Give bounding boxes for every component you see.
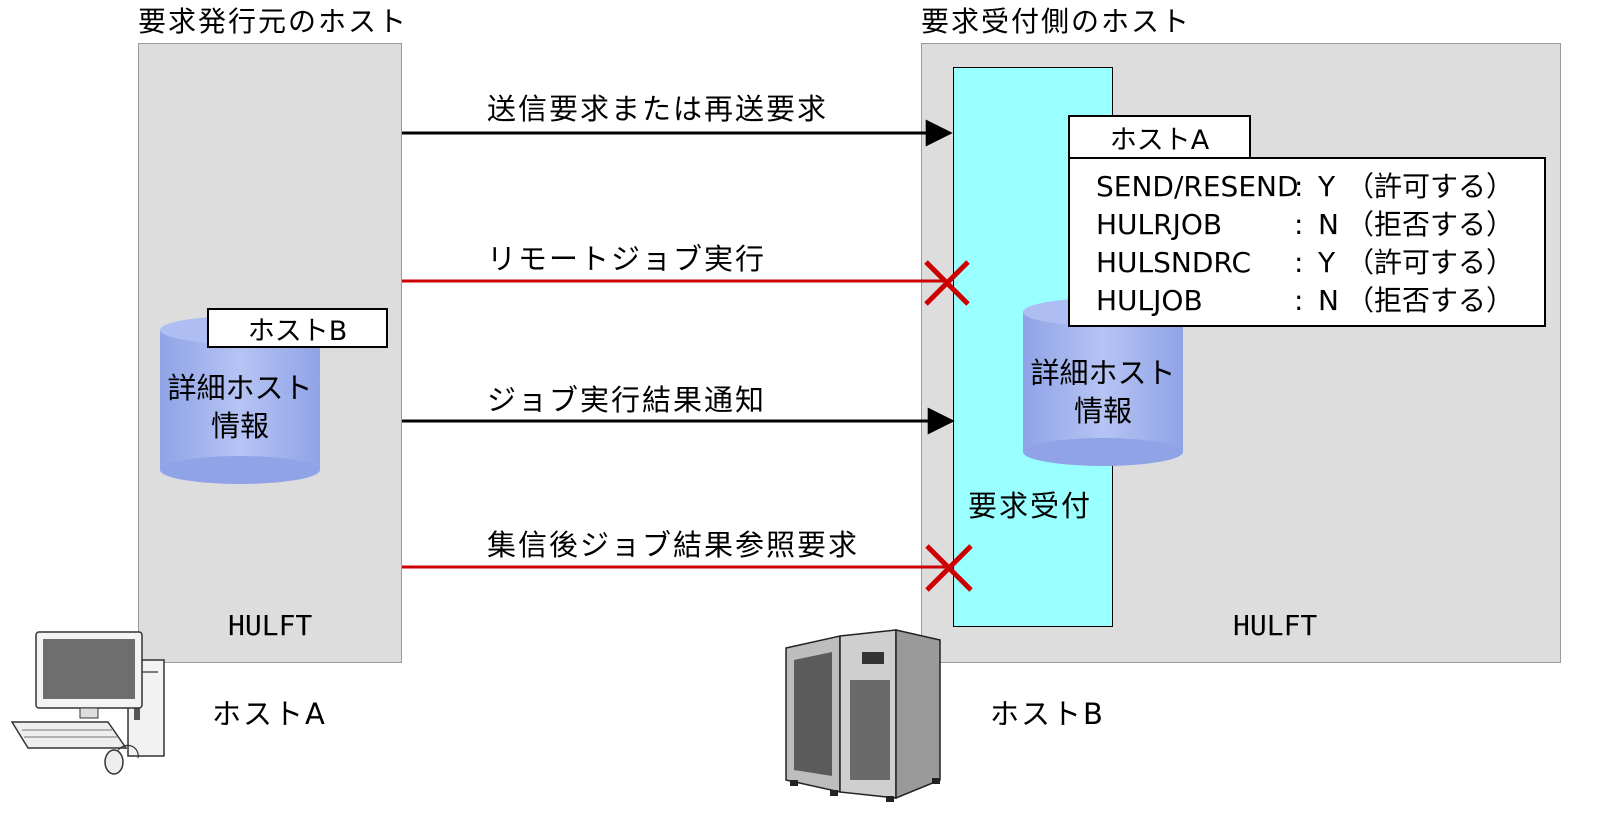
remote-job-deny-x-icon (924, 260, 970, 306)
left-db-host-tag: ホストB (207, 308, 388, 348)
right-database-cylinder (1023, 298, 1183, 466)
perm-sep: : (1294, 170, 1304, 203)
left-db-label: 詳細ホスト 情報 (160, 370, 320, 445)
host-b-device-label: ホストB (990, 697, 1105, 731)
permission-row: SEND/RESEND : Y （許可する） (1096, 168, 1544, 206)
right-hulft-label: HULFT (1233, 609, 1318, 642)
arrow-label-job-result-notify: ジョブ実行結果通知 (487, 383, 767, 417)
host-a-device-label: ホストA (212, 697, 327, 731)
perm-name: HULSNDRC (1096, 246, 1252, 279)
request-receiver-label: 要求受付 (968, 489, 1093, 523)
perm-desc: （許可する） (1346, 170, 1515, 203)
perm-host-tag-text: ホストA (1109, 124, 1210, 156)
perm-name: SEND/RESEND (1096, 170, 1299, 203)
perm-name: HULRJOB (1096, 208, 1223, 241)
perm-name: HULJOB (1096, 284, 1203, 317)
permission-row: HULSNDRC : Y （許可する） (1096, 244, 1544, 282)
right-db-label: 詳細ホスト 情報 (1023, 355, 1183, 430)
requester-host-title: 要求発行元のホスト (138, 5, 409, 38)
perm-value: Y (1318, 170, 1336, 203)
left-db-host-tag-text: ホストB (247, 315, 348, 347)
left-hulft-label: HULFT (228, 609, 313, 642)
perm-sep: : (1294, 246, 1304, 279)
left-db-label-line2: 情報 (210, 408, 269, 443)
arrow-label-remote-job: リモートジョブ実行 (487, 242, 767, 276)
right-db-label-line2: 情報 (1073, 393, 1132, 428)
result-reference-deny-x-icon (925, 544, 973, 592)
perm-desc: （拒否する） (1346, 284, 1515, 317)
perm-value: Y (1318, 246, 1336, 279)
arrow-label-result-reference: 集信後ジョブ結果参照要求 (487, 528, 860, 562)
left-db-label-line1: 詳細ホスト (167, 371, 313, 405)
arrow-label-send-request: 送信要求または再送要求 (487, 92, 829, 126)
server-rack-icon (785, 629, 941, 802)
desktop-pc-icon (10, 631, 165, 775)
permission-row: HULRJOB : N （拒否する） (1096, 206, 1544, 244)
perm-host-tag: ホストA (1068, 115, 1251, 159)
permission-table: SEND/RESEND : Y （許可する） HULRJOB : N （拒否する… (1068, 157, 1546, 327)
perm-value: N (1318, 208, 1339, 241)
perm-desc: （拒否する） (1346, 208, 1515, 241)
right-db-label-line1: 詳細ホスト (1030, 356, 1176, 390)
perm-sep: : (1294, 284, 1304, 317)
perm-sep: : (1294, 208, 1304, 241)
permission-row: HULJOB : N （拒否する） (1096, 282, 1544, 320)
perm-value: N (1318, 284, 1339, 317)
receiver-host-title: 要求受付側のホスト (921, 5, 1192, 38)
perm-desc: （許可する） (1346, 246, 1515, 279)
left-database-cylinder (160, 316, 320, 484)
